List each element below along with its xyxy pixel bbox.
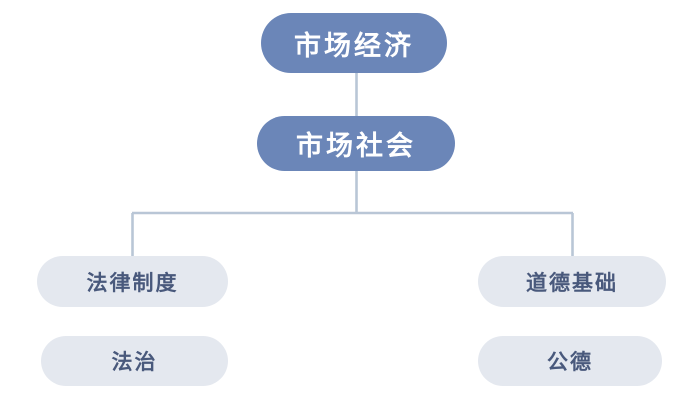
node-label: 市场社会 <box>296 131 416 162</box>
node-market-economy[interactable]: 市场经济 <box>261 13 447 73</box>
node-market-society[interactable]: 市场社会 <box>257 116 455 171</box>
node-label: 法律制度 <box>86 270 179 295</box>
node-label: 法治 <box>111 350 158 374</box>
node-rule-of-law[interactable]: 法治 <box>41 336 228 386</box>
node-public-morality[interactable]: 公德 <box>478 336 662 386</box>
node-label: 市场经济 <box>294 30 414 62</box>
node-label: 公德 <box>547 350 593 374</box>
node-label: 道德基础 <box>526 270 618 295</box>
node-moral-foundation[interactable]: 道德基础 <box>478 256 666 307</box>
node-legal-system[interactable]: 法律制度 <box>37 256 228 307</box>
